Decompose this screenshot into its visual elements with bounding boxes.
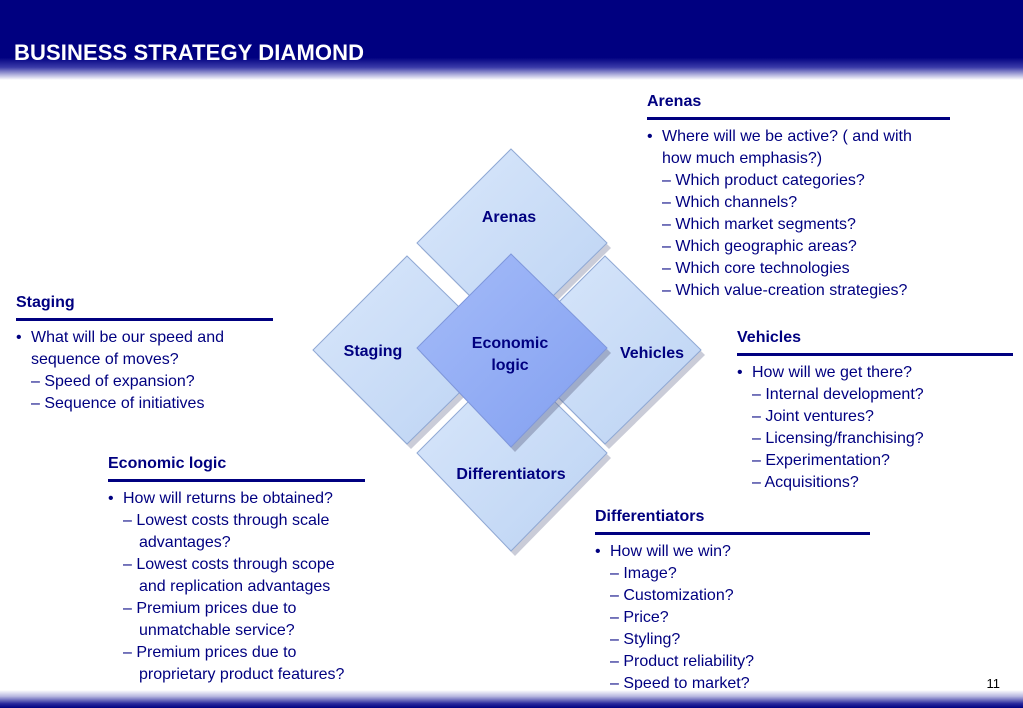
differentiators-heading: Differentiators	[595, 507, 870, 535]
diamond-label-logic: logic	[491, 357, 528, 374]
diamond-left-staging	[312, 255, 504, 445]
arenas-list: Where will we be active? ( and with how …	[647, 126, 950, 302]
economic-logic-item-cont: proprietary product features?	[139, 666, 345, 683]
arenas-item: – Which value-creation strategies?	[662, 282, 908, 299]
page-title: BUSINESS STRATEGY DIAMOND	[14, 40, 365, 65]
staging-bullet-line1: What will be our speed and	[16, 327, 273, 349]
staging-heading: Staging	[16, 293, 273, 321]
differentiators-bullet: How will we win?	[595, 541, 870, 563]
arenas-item: – Which core technologies	[662, 260, 850, 277]
differentiators-item: – Customization?	[610, 587, 734, 604]
staging-box: Staging What will be our speed and seque…	[16, 293, 273, 415]
differentiators-item: – Styling?	[610, 631, 681, 648]
diamond-label-staging: Staging	[344, 343, 403, 360]
differentiators-item: – Image?	[610, 565, 677, 582]
differentiators-item: – Product reliability?	[610, 653, 755, 670]
diamond-label-differentiators: Differentiators	[456, 466, 565, 483]
vehicles-item: – Experimentation?	[752, 452, 890, 469]
staging-bullet-line2: sequence of moves?	[31, 351, 179, 368]
arenas-item: – Which market segments?	[662, 216, 856, 233]
vehicles-heading: Vehicles	[737, 328, 1013, 356]
arenas-item: – Which product categories?	[662, 172, 865, 189]
arenas-heading: Arenas	[647, 92, 950, 120]
vehicles-item: – Internal development?	[752, 386, 924, 403]
economic-logic-item: – Premium prices due to	[123, 600, 297, 617]
diamond-bottom-differentiators	[416, 358, 608, 552]
economic-logic-item-cont: unmatchable service?	[139, 622, 295, 639]
economic-logic-item-cont: and replication advantages	[139, 578, 331, 595]
page-number: 11	[986, 676, 1001, 691]
arenas-box: Arenas Where will we be active? ( and wi…	[647, 92, 950, 302]
diamond-label-arenas: Arenas	[482, 209, 536, 226]
vehicles-item: – Acquisitions?	[752, 474, 859, 491]
arenas-item: – Which channels?	[662, 194, 798, 211]
economic-logic-item: – Lowest costs through scale	[123, 512, 330, 529]
vehicles-bullet: How will we get there?	[737, 362, 1013, 384]
economic-logic-item-cont: advantages?	[139, 534, 231, 551]
staging-list: What will be our speed and sequence of m…	[16, 327, 273, 415]
economic-logic-list: How will returns be obtained? – Lowest c…	[108, 488, 365, 686]
diamond-top-arenas	[416, 148, 608, 338]
title-bar: BUSINESS STRATEGY DIAMOND	[0, 0, 1023, 80]
arenas-item: – Which geographic areas?	[662, 238, 857, 255]
diamond-center-economic-logic	[416, 253, 608, 448]
arenas-bullet-line2: how much emphasis?)	[662, 150, 823, 167]
footer-bar	[0, 690, 1023, 708]
economic-logic-item: – Lowest costs through scope	[123, 556, 335, 573]
staging-item: – Speed of expansion?	[31, 373, 195, 390]
differentiators-item: – Speed to market?	[610, 675, 750, 692]
economic-logic-item: – Premium prices due to	[123, 644, 297, 661]
differentiators-box: Differentiators How will we win? – Image…	[595, 507, 870, 695]
staging-item: – Sequence of initiatives	[31, 395, 205, 412]
differentiators-list: How will we win? – Image? – Customizatio…	[595, 541, 870, 695]
economic-logic-heading: Economic logic	[108, 454, 365, 482]
vehicles-box: Vehicles How will we get there? – Intern…	[737, 328, 1013, 494]
vehicles-item: – Joint ventures?	[752, 408, 874, 425]
differentiators-item: – Price?	[610, 609, 669, 626]
economic-logic-bullet: How will returns be obtained?	[108, 488, 365, 510]
arenas-bullet-line1: Where will we be active? ( and with	[647, 126, 950, 148]
diamond-label-vehicles: Vehicles	[620, 345, 684, 362]
economic-logic-box: Economic logic How will returns be obtai…	[108, 454, 365, 686]
vehicles-list: How will we get there? – Internal develo…	[737, 362, 1013, 494]
diamond-label-economic: Economic	[472, 335, 549, 352]
vehicles-item: – Licensing/franchising?	[752, 430, 924, 447]
